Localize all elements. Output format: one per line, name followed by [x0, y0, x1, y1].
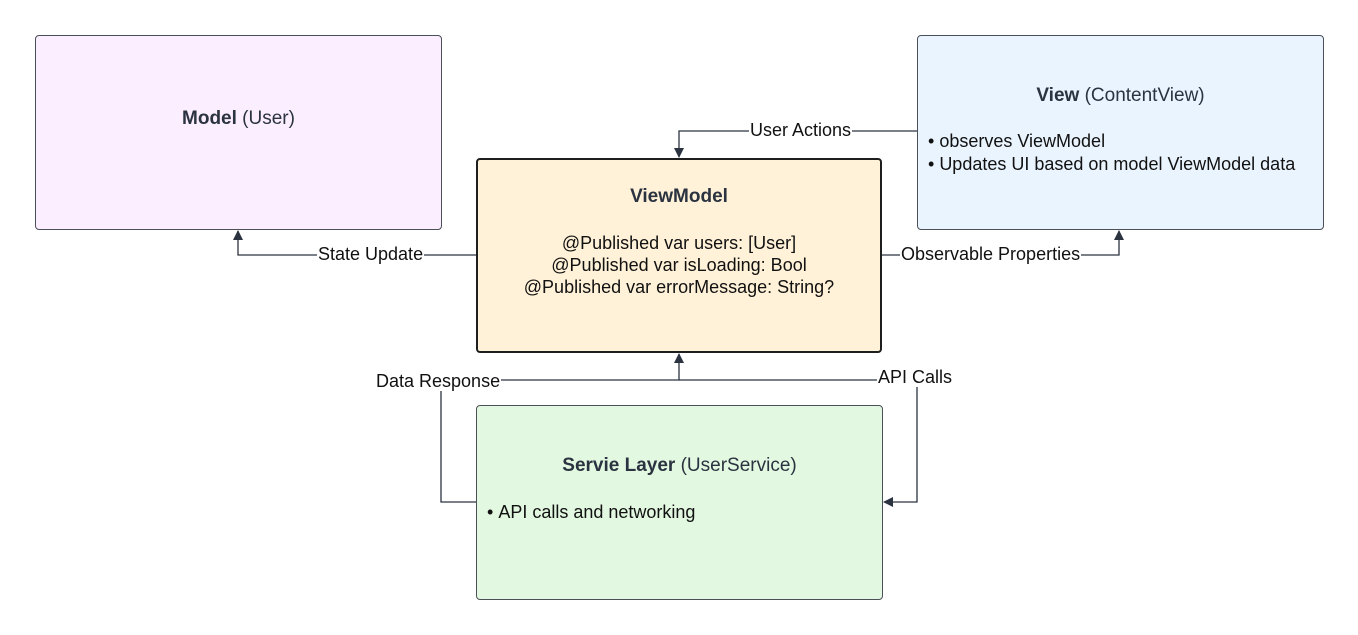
view-bullet-item: Updates UI based on model ViewModel data [928, 153, 1295, 176]
service-title: Servie Layer (UserService) [562, 455, 797, 476]
view-bullet-item: observes ViewModel [928, 130, 1295, 153]
view-title: View (ContentView) [1036, 85, 1205, 106]
viewmodel-property: @Published var errorMessage: String? [523, 277, 835, 297]
user-actions-label: User Actions [749, 120, 853, 140]
model-node[interactable]: Model (User) [35, 35, 442, 230]
viewmodel-properties: @Published var users: [User] @Published … [478, 232, 880, 298]
service-node[interactable]: Servie Layer (UserService) API calls and… [476, 405, 883, 600]
api-calls-connector [679, 379, 918, 507]
api-calls-label: API Calls [877, 367, 954, 387]
data-response-label: Data Response [375, 371, 502, 391]
viewmodel-property: @Published var users: [User] [561, 233, 797, 253]
viewmodel-node[interactable]: ViewModel @Published var users: [User] @… [476, 158, 882, 353]
service-bullet-item: API calls and networking [487, 501, 695, 524]
observable-properties-label: Observable Properties [900, 244, 1082, 264]
viewmodel-property: @Published var isLoading: Bool [551, 255, 807, 275]
model-title: Model (User) [182, 108, 295, 129]
view-bullet-list: observes ViewModel Updates UI based on m… [928, 130, 1295, 176]
view-node[interactable]: View (ContentView) observes ViewModel Up… [917, 35, 1324, 230]
viewmodel-title: ViewModel [630, 186, 728, 207]
service-bullet-list: API calls and networking [487, 501, 695, 524]
state-update-label: State Update [317, 244, 425, 264]
